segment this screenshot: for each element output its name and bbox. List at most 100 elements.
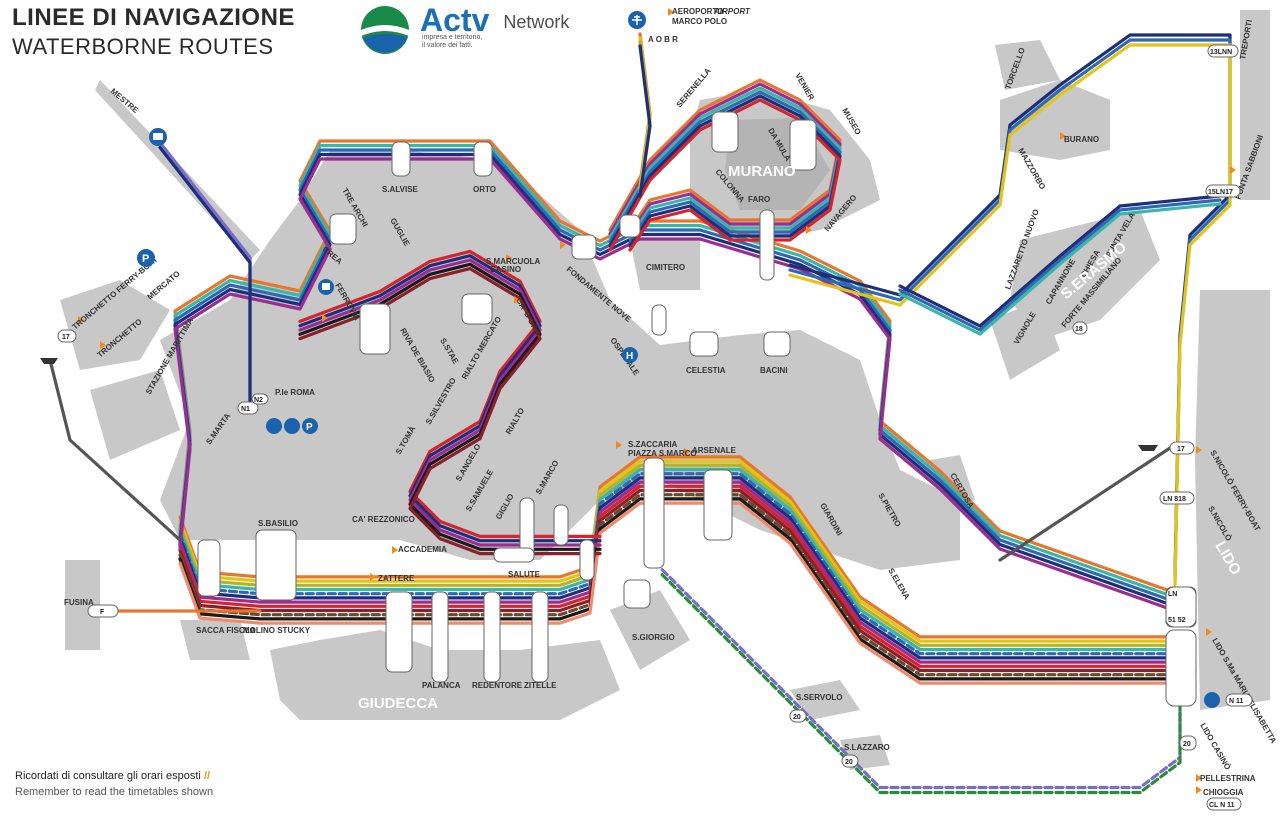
stop-marker <box>668 8 674 16</box>
stop-pill[interactable] <box>571 234 597 260</box>
title-italian: LINEE DI NAVIGAZIONE <box>12 4 295 31</box>
badge-15ln17-bg <box>1205 184 1241 198</box>
stop-s-elena[interactable]: S.ELENA <box>886 567 911 602</box>
badge-20a: 20 <box>1183 741 1191 748</box>
stop-lido-casino[interactable]: LIDO CASINÒ <box>1198 722 1232 772</box>
tronchetto-island <box>60 280 170 370</box>
stop-pill[interactable] <box>623 579 651 609</box>
stop-pill[interactable] <box>531 591 549 683</box>
stop-pill[interactable] <box>553 504 569 546</box>
stop-aeroporto[interactable]: AEROPORTO <box>672 7 723 16</box>
s-giorgio-island <box>610 590 690 670</box>
stop-sacca-fisola[interactable]: SACCA FISOLA <box>196 626 256 635</box>
stop-mercato[interactable]: MERCATO <box>146 269 182 301</box>
stop-pill[interactable] <box>385 591 413 673</box>
stop-redentore[interactable]: REDENTORE <box>472 681 523 690</box>
stop-pill[interactable] <box>197 539 221 597</box>
stop-pill[interactable] <box>391 141 411 177</box>
footer-note-it-text: Ricordati di consultare gli orari espost… <box>15 770 201 782</box>
stop-s-marcuola[interactable]: S.MARCUOLA <box>486 257 540 266</box>
stop-s-basilio[interactable]: S.BASILIO <box>258 519 298 528</box>
stop-zattere[interactable]: ZATTERE <box>378 574 415 583</box>
plane-glyph <box>632 15 642 25</box>
brand-network: Network <box>503 11 570 32</box>
stop-marker <box>1196 446 1202 454</box>
stop-zitelle[interactable]: ZITELLE <box>524 681 557 690</box>
bus-icon-proma <box>266 418 282 434</box>
badge-17-bg <box>1169 441 1195 455</box>
stop-pill[interactable] <box>579 539 595 581</box>
footer-note-sep: // <box>203 770 211 782</box>
stop-pill[interactable] <box>651 304 667 336</box>
badge-lido-top-bg <box>1165 586 1197 628</box>
stop-pellestrina[interactable]: PELLESTRINA <box>1200 774 1256 783</box>
land-areas <box>60 10 1270 770</box>
s-erasmo-line-navy-line <box>898 194 1222 328</box>
stop-piazza-s-marco: PIAZZA S.MARCO <box>628 449 697 458</box>
stop-piazzale-roma[interactable]: P.le ROMA <box>275 388 315 397</box>
stop-s-zaccaria[interactable]: S.ZACCARIA <box>628 440 678 449</box>
stop-s-alvise[interactable]: S.ALVISE <box>382 185 419 194</box>
stop-pill[interactable] <box>431 591 449 683</box>
place-giudecca: GIUDECCA <box>358 695 438 712</box>
stop-faro[interactable]: FARO <box>748 195 770 204</box>
stop-chioggia[interactable]: CHIOGGIA <box>1203 788 1244 797</box>
badge-f-bg <box>87 604 119 618</box>
stop-pill[interactable] <box>643 457 665 569</box>
giudecca-canal-brown-line <box>178 493 1172 677</box>
title-english: WATERBORNE ROUTES <box>12 34 274 59</box>
stop-fusina[interactable]: FUSINA <box>64 598 94 607</box>
burano-island <box>1000 80 1110 160</box>
badge-n2-bg <box>251 393 269 405</box>
stop-orto[interactable]: ORTO <box>473 185 496 194</box>
cimitero-island <box>630 240 700 290</box>
stop-cimitero[interactable]: CIMITERO <box>646 263 685 272</box>
stop-palanca[interactable]: PALANCA <box>422 681 461 690</box>
stop-pill[interactable] <box>461 293 493 325</box>
stop-burano[interactable]: BURANO <box>1064 135 1099 144</box>
stop-marker <box>1206 628 1212 636</box>
stop-pill[interactable] <box>493 547 535 563</box>
stop-accademia[interactable]: ACCADEMIA <box>398 545 447 554</box>
stop-pill[interactable] <box>359 303 391 355</box>
north-lagoon-yellow-line <box>788 43 1232 587</box>
giudecca-canal-salmon-line <box>178 501 1172 685</box>
stop-pill[interactable] <box>789 119 817 171</box>
stop-molino-stucky[interactable]: MOLINO STUCKY <box>243 626 311 635</box>
stop-pill[interactable] <box>711 111 739 153</box>
stop-salute[interactable]: SALUTE <box>508 570 541 579</box>
stop-s-giorgio[interactable]: S.GIORGIO <box>632 633 675 642</box>
stop-ca-rezzonico[interactable]: CA' REZZONICO <box>352 515 415 524</box>
stop-s-servolo[interactable]: S.SERVOLO <box>796 693 843 702</box>
map-icons: P P H <box>40 11 1220 708</box>
brand-text: Actv impresa e territorio, il valore dei… <box>412 4 489 50</box>
stop-pill[interactable] <box>763 331 791 357</box>
stop-pill[interactable] <box>473 141 493 177</box>
stop-arsenale[interactable]: ARSENALE <box>692 446 737 455</box>
stop-marco-polo[interactable]: MARCO POLO <box>672 17 727 26</box>
stop-bacini[interactable]: BACINI <box>760 366 788 375</box>
badge-n2: N2 <box>254 397 263 404</box>
stop-marker <box>100 341 106 349</box>
parking-glyph: P <box>142 253 149 265</box>
badge-ln818-bg <box>1159 491 1195 505</box>
brand-block: Actv impresa e territorio, il valore dei… <box>362 4 570 50</box>
stop-marker <box>560 241 566 249</box>
stop-marker <box>616 441 622 449</box>
stop-pill[interactable] <box>329 213 357 245</box>
stop-pill[interactable] <box>689 331 719 357</box>
train-glyph <box>322 283 330 290</box>
stop-s-lazzaro[interactable]: S.LAZZARO <box>844 743 890 752</box>
brand-tagline-2: il valore dei fatti. <box>422 42 473 49</box>
stop-pill[interactable] <box>255 529 297 601</box>
stop-pill[interactable] <box>703 469 733 541</box>
stop-pill[interactable] <box>619 214 641 238</box>
stop-pill[interactable] <box>483 591 501 683</box>
stop-pill[interactable] <box>759 209 775 281</box>
bus-glyph-mestre <box>153 133 163 140</box>
stop-airport: AIRPORT <box>713 7 751 16</box>
stop-celestia[interactable]: CELESTIA <box>686 366 726 375</box>
stop-marker <box>392 546 398 554</box>
